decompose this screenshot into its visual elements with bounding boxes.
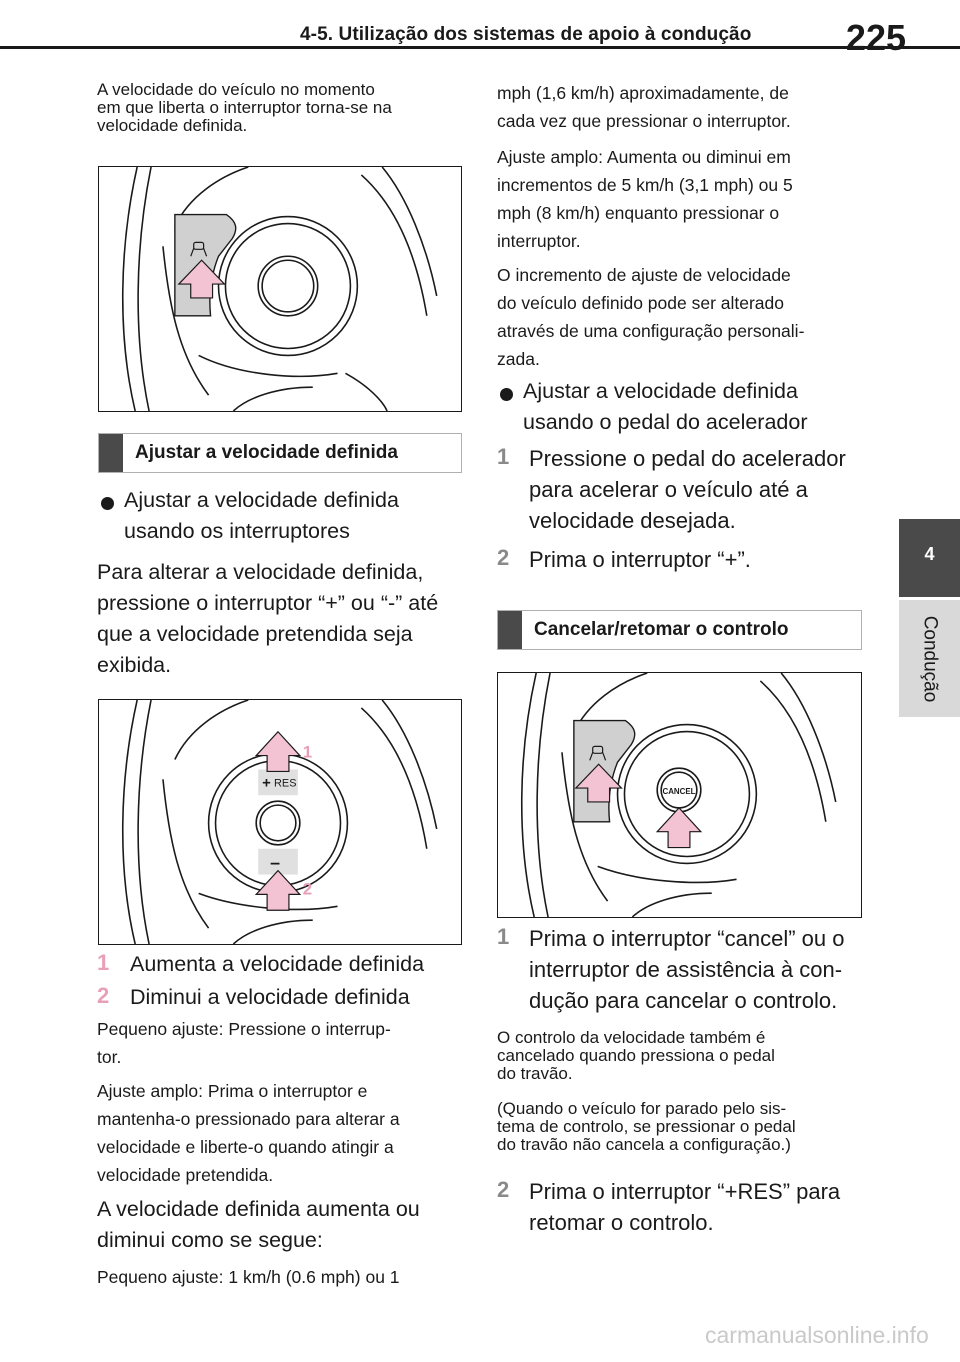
paragraph-line: diminui como se segue: [97,1228,323,1252]
step-number: 2 [97,983,110,1008]
small-text-line: Ajuste amplo: Prima o interruptor e [97,1081,368,1101]
paragraph-line: que a velocidade pretendida seja [97,622,413,646]
small-text-line: Pequeno ajuste: 1 km/h (0.6 mph) ou 1 [97,1267,400,1287]
intro-line: A velocidade do veículo no momento [97,80,375,99]
section-title: Cancelar/retomar o controlo [534,619,789,640]
page-number: 225 [845,17,906,58]
header-rule [0,46,960,49]
small-text-line: mph (1,6 km/h) aproximadamente, de [497,83,789,103]
cancel-label: CANCEL [662,787,695,796]
step-number: 2 [497,545,510,570]
plus-label: + [262,775,271,791]
press-arrow-icon [655,807,703,849]
small-text-line: do veículo definido pode ser alterado [497,293,785,313]
bullet-text: Ajustar a velocidade definida [523,379,798,403]
step-text: retomar o controlo. [529,1210,714,1235]
step-number: 1 [497,924,510,949]
step-number: 1 [97,950,110,975]
small-text-line: O incremento de ajuste de velocidade [497,265,791,285]
paragraph-line: pressione o interruptor “+” ou “-” até [97,591,439,615]
small-text-line: Ajuste amplo: Aumenta ou diminui em [497,147,791,167]
bullet-text: usando o pedal do acelerador [523,410,808,434]
step-text: interruptor de assistência à con- [529,957,843,982]
small-text-line: interruptor. [497,231,581,251]
step-text: Diminui a velocidade definida [130,985,410,1009]
step-text: Prima o interruptor “+”. [529,547,751,572]
small-text-line: através de uma configuração personali- [497,321,805,341]
intro-line: velocidade definida. [97,116,248,135]
chapter-label-tab [899,600,960,717]
chapter-tab [899,519,960,597]
paragraph-line: exibida. [97,653,172,677]
small-text-line: cada vez que pressionar o interruptor. [497,111,791,131]
note-line: (Quando o veículo for parado pelo sis- [497,1099,787,1118]
note-line: tema de controlo, se pressionar o pedal [497,1117,796,1136]
small-text-line: mph (8 km/h) enquanto pressionar o [497,203,780,223]
chapter-label: Condução [919,615,941,702]
step-text: Prima o interruptor “+RES” para [529,1179,841,1204]
step-text: Pressione o pedal do acelerador [529,446,846,471]
step-text: Prima o interruptor “cancel” ou o [529,926,845,951]
press-arrow-icon [254,869,302,911]
press-arrow-icon [177,259,226,299]
paragraph-line: A velocidade definida aumenta ou [97,1197,420,1221]
note-line: do travão. [497,1064,573,1083]
running-header-title: 4-5. Utilização dos sistemas de apoio à … [300,24,752,45]
small-text-line: tor. [97,1047,122,1067]
press-arrow-icon [254,730,302,773]
step-text: Aumenta a velocidade definida [130,952,425,976]
step-text: para acelerar o veículo até a [529,477,808,502]
small-text-line: zada. [497,349,540,369]
small-text-line: mantenha-o pressionado para alterar a [97,1109,400,1129]
intro-line: em que liberta o interruptor torna-se na [97,98,392,117]
bullet-icon [500,388,513,401]
res-label: RES [274,777,296,789]
note-line: O controlo da velocidade também é [497,1028,766,1047]
step-number: 1 [497,444,510,469]
bullet-text: Ajustar a velocidade definida [124,488,399,512]
note-line: do travão não cancela a configuração.) [497,1135,791,1154]
note-line: cancelado quando pressiona o pedal [497,1046,775,1065]
section-title: Ajustar a velocidade definida [135,442,398,463]
step-text: dução para cancelar o controlo. [529,988,838,1013]
small-text-line: incrementos de 5 km/h (3,1 mph) ou 5 [497,175,793,195]
callout-1: 1 [303,743,312,762]
small-text-line: velocidade pretendida. [97,1165,274,1185]
bullet-icon [101,497,114,510]
callout-2: 2 [303,879,312,898]
minus-label: – [270,853,280,873]
press-arrow-icon [574,763,623,803]
chapter-number: 4 [924,544,935,564]
bullet-text: usando os interruptores [124,519,350,543]
watermark: carmanualsonline.info [705,1322,929,1348]
steering-switch-figure-2: + RES – 1 2 [98,699,462,945]
step-text: velocidade desejada. [529,508,736,533]
driving-assist-icon [190,241,208,257]
paragraph-line: Para alterar a velocidade definida, [97,560,424,584]
step-number: 2 [497,1177,510,1202]
small-text-line: velocidade e liberte-o quando atingir a [97,1137,394,1157]
steering-switch-figure-1 [98,166,462,412]
steering-switch-figure-3: CANCEL [497,672,862,918]
section-header: Ajustar a velocidade definida [98,433,462,473]
section-header: Cancelar/retomar o controlo [497,610,862,650]
small-text-line: Pequeno ajuste: Pressione o interrup- [97,1019,391,1039]
driving-assist-icon [589,745,607,761]
